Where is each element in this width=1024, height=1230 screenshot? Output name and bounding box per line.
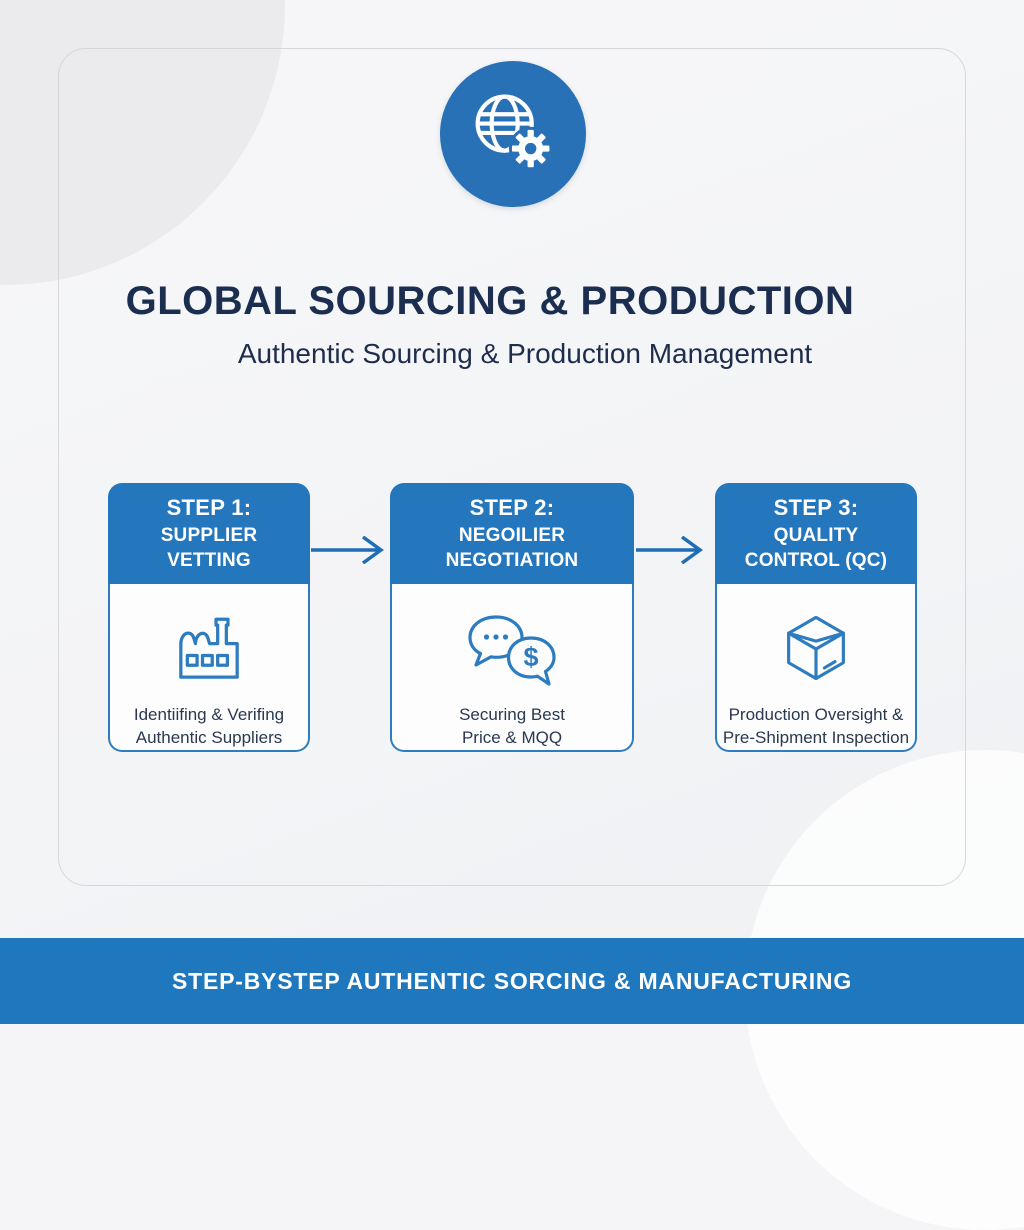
arrow-step2-to-step3 <box>636 536 703 564</box>
chat-bubbles-dollar-icon: $ <box>462 598 562 700</box>
page-subtitle: Authentic Sourcing & Production Manageme… <box>237 338 813 369</box>
step-3-body: Production Oversight & Pre-Shipment Insp… <box>715 584 917 752</box>
arrow-step1-to-step2 <box>311 536 384 564</box>
content-frame-border <box>58 48 966 886</box>
step-3-description: Production Oversight & Pre-Shipment Insp… <box>722 705 910 748</box>
step-1-body: Identiifing & Verifing Authentic Supplie… <box>108 584 310 752</box>
step-1-description: Identiifing & Verifing Authentic Supplie… <box>133 705 285 748</box>
step-2-header: STEP 2: NEGOILIER NEGOTIATION <box>390 483 634 585</box>
infographic-canvas: GLOBAL SOURCING & PRODUCTION Authentic S… <box>0 0 1024 1024</box>
step-1-title: SUPPLIER VETTING <box>160 525 258 572</box>
page-title: GLOBAL SOURCING & PRODUCTION <box>125 279 855 323</box>
globe-gear-glyph <box>475 94 553 171</box>
step-3-title: QUALITY CONTROL (QC) <box>744 525 888 572</box>
footer-banner: STEP-BYSTEP AUTHENTIC SORCING & MANUFACT… <box>0 938 1024 1024</box>
step-card-2: STEP 2: NEGOILIER NEGOTIATION $ Securing… <box>390 483 634 752</box>
footer-banner-text: STEP-BYSTEP AUTHENTIC SORCING & MANUFACT… <box>171 967 853 994</box>
dollar-sign-glyph: $ <box>523 642 538 672</box>
step-3-label: STEP 3: <box>773 495 859 521</box>
step-2-label: STEP 2: <box>469 495 555 521</box>
step-2-body: $ Securing Best Price & MQQ <box>390 584 634 752</box>
step-1-header: STEP 1: SUPPLIER VETTING <box>108 483 310 585</box>
step-card-3: STEP 3: QUALITY CONTROL (QC) Production … <box>715 483 917 752</box>
globe-gear-icon <box>440 61 586 207</box>
step-2-title: NEGOILIER NEGOTIATION <box>445 525 579 572</box>
step-1-label: STEP 1: <box>166 495 252 521</box>
open-box-icon <box>776 598 856 700</box>
factory-icon <box>170 598 248 700</box>
step-card-1: STEP 1: SUPPLIER VETTING Identiifing & V… <box>108 483 310 752</box>
step-2-description: Securing Best Price & MQQ <box>459 705 565 748</box>
step-3-header: STEP 3: QUALITY CONTROL (QC) <box>715 483 917 585</box>
